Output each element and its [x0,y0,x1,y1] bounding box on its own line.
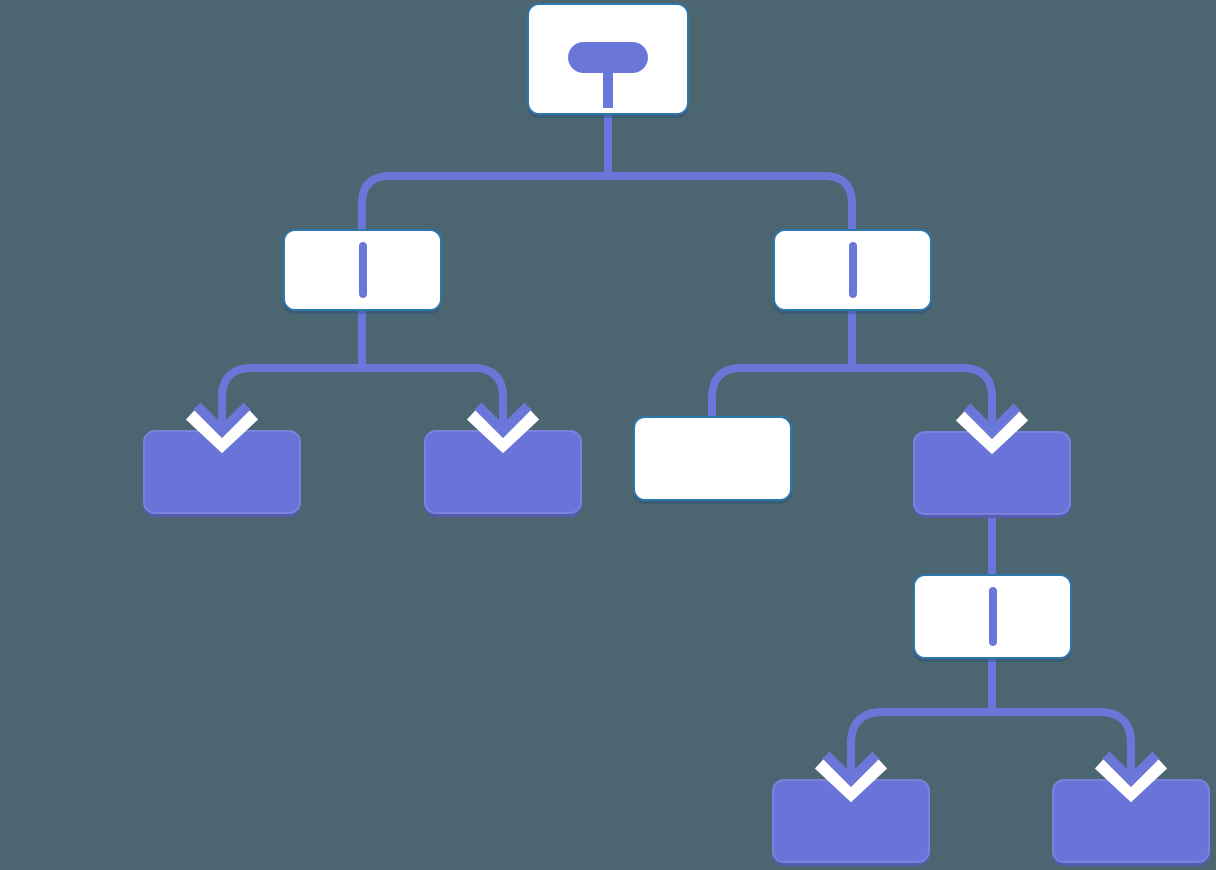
node-branch-right[interactable] [773,229,932,311]
node-leaf-4[interactable] [772,779,930,863]
node-branch-left[interactable] [283,229,442,311]
connector-bottom-rail [847,708,1135,780]
node-root[interactable] [527,3,689,115]
vertical-bar-icon [988,587,997,646]
arrow-leaf-2-double-chevron-down-icon [466,390,540,454]
connector-left-rail [218,364,507,431]
vertical-bar-icon [848,242,857,298]
node-leaf-5[interactable] [1052,779,1210,863]
node-plain[interactable] [633,416,792,501]
root-pill-icon [568,42,648,73]
node-leaf-3[interactable] [913,431,1071,515]
arrow-leaf-5-double-chevron-down-icon [1094,739,1168,803]
connector-top-rail [358,172,856,233]
root-pill-stem-icon [603,71,613,108]
node-sub-split[interactable] [913,574,1072,659]
connector-right-rail [708,364,996,432]
arrow-leaf-1-double-chevron-down-icon [185,390,259,454]
arrow-leaf-4-double-chevron-down-icon [814,739,888,803]
arrow-leaf-3-double-chevron-down-icon [955,391,1029,455]
node-leaf-1[interactable] [143,430,301,514]
vertical-bar-icon [358,242,367,298]
node-leaf-2[interactable] [424,430,582,514]
